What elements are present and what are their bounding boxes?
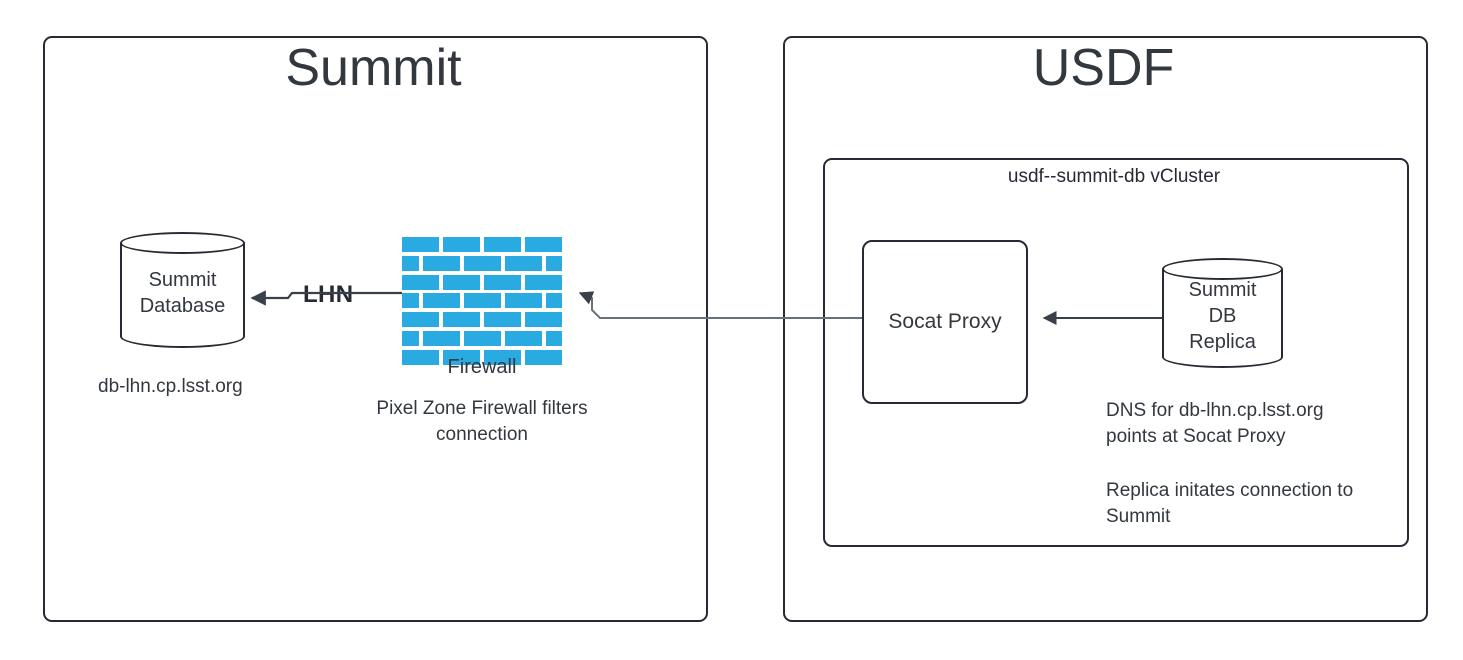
replica-label-line1: Summit [1188, 279, 1257, 301]
summit-database-label-line1: Summit [148, 269, 217, 291]
brick-row [402, 275, 562, 290]
cylinder-top [120, 232, 245, 254]
note-replica: Replica initates connection to Summit [1106, 478, 1408, 530]
socat-proxy-label: Socat Proxy [888, 310, 1002, 333]
summit-db-replica-label: Summit DB Replica [1162, 271, 1283, 355]
firewall-caption-line1: Pixel Zone Firewall filters [376, 398, 588, 419]
brick-row [402, 331, 562, 346]
summit-db-hostname: db-lhn.cp.lsst.org [98, 376, 243, 397]
summit-database-cylinder: Summit Database [120, 232, 245, 348]
firewall-caption-line2: connection [436, 424, 528, 445]
cylinder-top [1162, 258, 1283, 280]
cylinder-body [120, 243, 245, 348]
brick-row [402, 350, 562, 365]
zone-summit-title: Summit [285, 39, 462, 97]
brick-row [402, 293, 562, 308]
note-dns-line1: DNS for db-lhn.cp.lsst.org [1106, 400, 1324, 421]
socat-proxy-node: Socat Proxy [862, 240, 1028, 404]
note-replica-line1: Replica initates connection to [1106, 480, 1354, 501]
brick-row [402, 256, 562, 271]
note-dns: DNS for db-lhn.cp.lsst.org points at Soc… [1106, 398, 1406, 450]
brick-row [402, 312, 562, 327]
firewall-caption: Pixel Zone Firewall filters connection [352, 396, 612, 448]
replica-label-line3: Replica [1189, 331, 1256, 353]
link-label-lhn: LHN [299, 281, 358, 309]
firewall-icon [402, 237, 562, 367]
cylinder-body [1162, 269, 1283, 368]
note-replica-line2: Summit [1106, 506, 1171, 527]
summit-database-label: Summit Database [120, 261, 245, 319]
summit-db-replica-cylinder: Summit DB Replica [1162, 258, 1283, 368]
firewall-label: Firewall [447, 356, 517, 378]
brick-row [402, 237, 562, 252]
zone-usdf-title: USDF [1032, 39, 1175, 97]
replica-label-line2: DB [1208, 305, 1237, 327]
note-dns-line2: points at Socat Proxy [1106, 426, 1286, 447]
vcluster-label: usdf--summit-db vCluster [1007, 166, 1221, 187]
summit-database-label-line2: Database [139, 295, 226, 317]
